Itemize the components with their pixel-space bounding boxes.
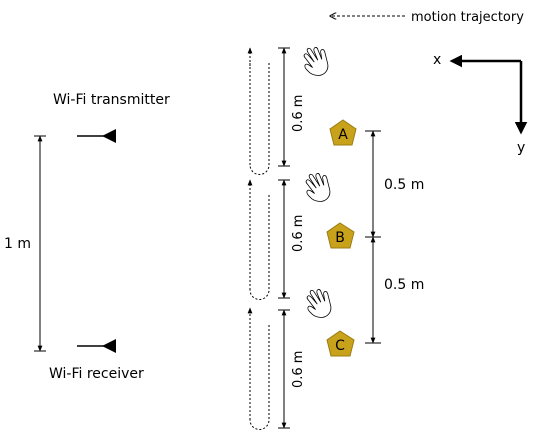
x-axis-label: x [433, 52, 441, 68]
transmitter-icon [102, 129, 116, 143]
receiver-icon [102, 339, 116, 353]
position-c-label: C [335, 338, 345, 354]
trajectory-1-length-label: 0.6 m [291, 95, 306, 132]
receiver: Wi-Fi receiver [49, 339, 144, 382]
transmitter: Wi-Fi transmitter [53, 92, 170, 143]
hand-icon [300, 283, 338, 323]
trajectory-1-path [249, 63, 270, 175]
trajectory-3: 0.6 m [247, 283, 338, 430]
transmitter-label: Wi-Fi transmitter [53, 92, 170, 108]
spacing-bc-label: 0.5 m [384, 277, 424, 293]
position-a-label: A [338, 127, 348, 143]
spacing-ab-label: 0.5 m [384, 177, 424, 193]
trajectory-1: 0.6 m [247, 41, 335, 175]
trajectory-3-path [249, 325, 270, 430]
pentagon-icon [326, 222, 355, 249]
receiver-label: Wi-Fi receiver [49, 366, 144, 382]
coordinate-axes: x y [433, 52, 528, 156]
position-marker-b: B [326, 222, 355, 249]
y-axis-label: y [517, 140, 525, 156]
trajectory-3-length-label: 0.6 m [291, 351, 306, 388]
antenna-separation-dimension: 1 m [4, 135, 46, 352]
position-marker-a: A [329, 119, 357, 146]
hand-icon [297, 41, 335, 81]
trajectory-2: 0.6 m [247, 167, 337, 300]
position-b-label: B [335, 230, 345, 246]
pentagon-icon [326, 330, 355, 357]
legend-motion-label: motion trajectory [411, 10, 524, 25]
trajectory-2-length-label: 0.6 m [291, 215, 306, 252]
trajectory-2-path [249, 195, 270, 300]
pentagon-icon [329, 119, 357, 146]
position-marker-c: C [326, 330, 355, 357]
spacing-dimensions: 0.5 m 0.5 m [365, 130, 424, 344]
separation-label: 1 m [4, 236, 31, 252]
hand-icon [299, 167, 337, 207]
